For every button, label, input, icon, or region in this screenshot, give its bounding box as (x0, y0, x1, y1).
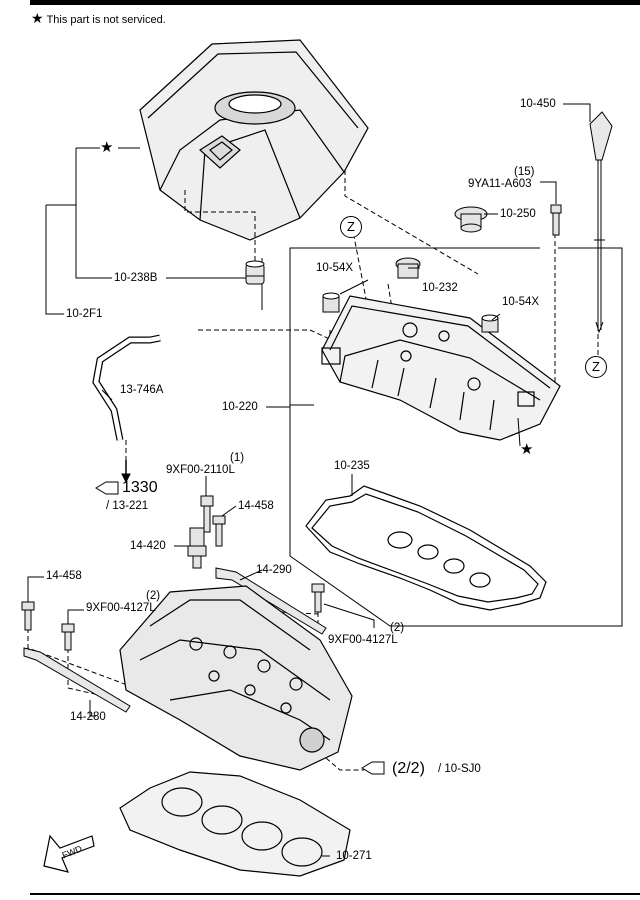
grommet (245, 260, 265, 285)
spark-plug-seal-right (481, 314, 499, 333)
label-14-458-lower: 14-458 (46, 570, 82, 582)
label-10-54x-right: 10-54X (502, 296, 540, 308)
pointing-hand-icon (361, 761, 385, 775)
label-9xf00-2110l: 9XF00-2110L (166, 464, 235, 476)
bolt-9ya11 (550, 204, 562, 236)
bolt-14-458-lower (21, 601, 35, 631)
oil-filler-cap (454, 206, 488, 233)
label-10-250: 10-250 (500, 208, 536, 220)
note-text: This part is not serviced. (46, 14, 166, 26)
dipstick (589, 111, 613, 334)
label-10-232: 10-232 (422, 282, 458, 294)
label-13-221[interactable]: / 13-221 (106, 500, 149, 512)
label-qty-15: (15) (514, 166, 535, 178)
leader-lines (27, 103, 591, 857)
label-qty-2-left: (2) (146, 590, 161, 602)
bolt-9xf00-4127l-left (61, 623, 75, 651)
valve-cover (321, 295, 561, 441)
bracket-14-280 (23, 647, 131, 713)
label-1330[interactable]: 1330 (122, 479, 158, 496)
top-rule (30, 0, 640, 5)
star-icon: ★ (520, 441, 534, 458)
label-14-280: 14-280 (70, 711, 106, 723)
label-qty-2-right: (2) (390, 622, 405, 634)
valve-cover-gasket (305, 485, 547, 611)
label-13-746a: 13-746A (120, 384, 164, 396)
bottom-rule (30, 893, 640, 895)
not-serviced-note: ★This part is not serviced. (31, 11, 166, 27)
bracket-14-290 (215, 567, 327, 635)
zoom-marker-lower: Z (585, 356, 607, 378)
spark-plug-seal-left (322, 292, 340, 313)
star-icon: ★ (100, 139, 114, 156)
bolt-14-458-upper (212, 515, 226, 547)
label-14-290: 14-290 (256, 564, 292, 576)
label-page-2-2[interactable]: (2/2) (392, 760, 425, 777)
engine-cover (139, 39, 369, 241)
label-10-220: 10-220 (222, 401, 258, 413)
label-9ya11-a603: 9YA11-A603 (468, 178, 532, 190)
bolt-9xf00-2110l (200, 495, 214, 533)
head-gasket (119, 771, 351, 877)
label-10-2f1: 10-2F1 (66, 308, 103, 320)
label-9xf00-4127l-right: 9XF00-4127L (328, 634, 398, 646)
label-14-458-upper: 14-458 (238, 500, 274, 512)
fwd-arrow (43, 834, 95, 873)
label-10-235: 10-235 (334, 460, 370, 472)
label-14-420: 14-420 (130, 540, 166, 552)
label-10-450: 10-450 (520, 98, 556, 110)
zoom-marker-upper: Z (340, 216, 362, 238)
pointing-hand-icon (95, 481, 119, 495)
star-icon: ★ (31, 10, 44, 26)
label-10-54x-left: 10-54X (316, 262, 354, 274)
cylinder-head (119, 585, 353, 771)
label-10-238b: 10-238B (114, 272, 158, 284)
label-9xf00-4127l-left: 9XF00-4127L (86, 602, 156, 614)
label-qty-1: (1) (230, 452, 245, 464)
oil-control-valve (187, 527, 207, 569)
label-10-271: 10-271 (336, 850, 372, 862)
label-10-sj0[interactable]: / 10-SJ0 (438, 763, 481, 775)
bolt-9xf00-4127l-right (311, 583, 325, 613)
